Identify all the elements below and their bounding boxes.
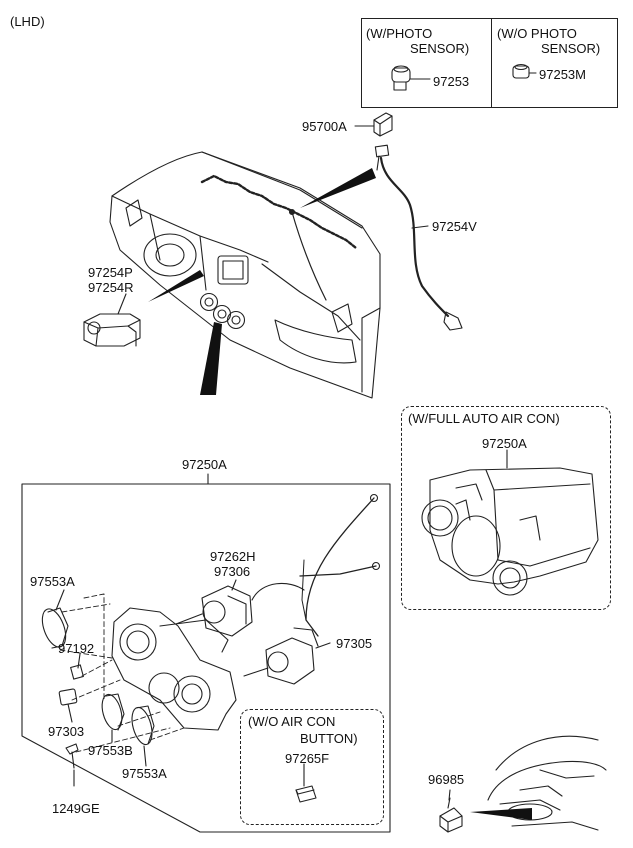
part-97254v: 97254V [432,219,477,234]
part-97553a-top: 97553A [30,574,75,589]
part-97553b: 97553B [88,743,133,758]
control-cables [299,493,381,637]
screw-1249ge [65,743,79,769]
drive-side-label: (LHD) [10,14,45,29]
photo-sensor-variants-box [361,18,618,108]
part-97306: 97306 [214,564,251,579]
part-97553a-bottom: 97553A [122,766,167,781]
variants-divider [491,18,492,108]
button-cap-97265f [295,785,317,803]
sensor-connector-95700a [373,112,393,137]
part-97265f: 97265F [285,751,330,766]
part-1249ge: 1249GE [52,801,100,816]
part-97262h: 97262H [210,549,256,564]
full-auto-part: 97250A [482,436,527,451]
side-blower-unit-97254p [83,313,141,347]
with-photo-sensor-title: (W/PHOTO [366,26,433,41]
without-photo-sensor-title: (W/O PHOTO [497,26,577,41]
wo-air-con-button-box [240,709,384,825]
part-97254r: 97254R [88,280,134,295]
with-photo-sensor-title-2: SENSOR) [410,41,470,56]
part-97254p: 97254P [88,265,133,280]
part-97253m: 97253M [539,67,586,82]
front-sensor-96985 [439,797,463,833]
knob-97553b [101,693,125,731]
front-car-illustration [487,735,607,831]
mode-switch-97262h [175,582,305,637]
part-97305: 97305 [336,636,373,651]
full-auto-control-unit [421,467,599,596]
heater-control-housing [111,607,237,731]
part-95700a: 95700A [302,119,347,134]
part-97192: 97192 [58,641,95,656]
wiring-harness-97254v [374,144,463,331]
cable-unit-97305 [243,627,319,685]
sensor-plug-97253m [512,63,530,79]
full-auto-air-con-box [401,406,611,610]
knob-insert-97192 [70,664,84,680]
wo-air-con-title-2: BUTTON) [300,731,358,746]
dashboard-illustration [109,151,381,399]
knob-97553a-bottom [131,705,155,746]
wo-air-con-title: (W/O AIR CON [248,714,336,729]
part-97253: 97253 [433,74,470,89]
photo-sensor-97253 [391,65,411,91]
full-auto-title: (W/FULL AUTO AIR CON) [408,411,560,426]
without-photo-sensor-title-2: SENSOR) [541,41,601,56]
knob-cap-97303 [58,688,78,706]
part-96985: 96985 [428,772,465,787]
part-97303: 97303 [48,724,85,739]
heater-control-assembly-label: 97250A [182,457,227,472]
